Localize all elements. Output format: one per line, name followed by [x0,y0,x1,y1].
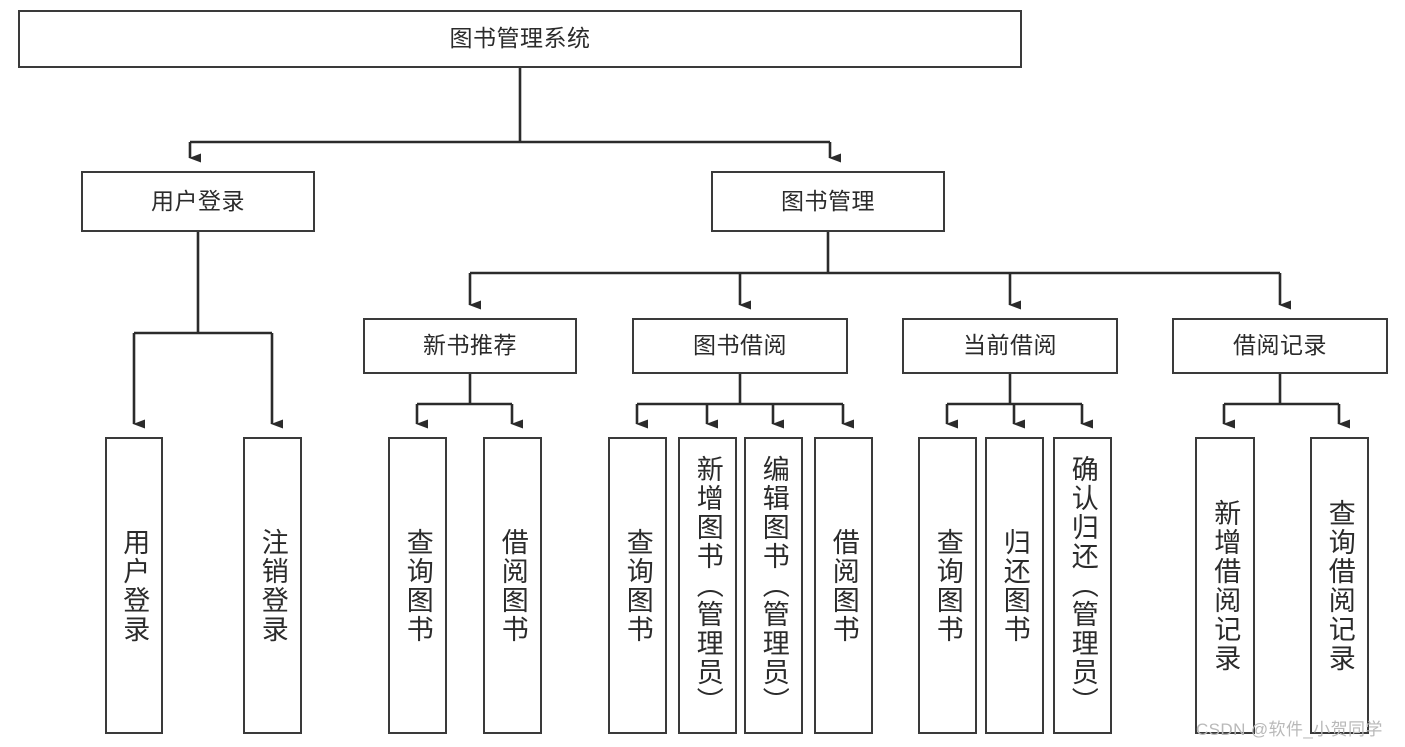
node-book-borrow[interactable]: 图书借阅 [632,318,848,374]
node-label: 借阅记录 [1233,332,1327,359]
node-root-system[interactable]: 图书管理系统 [18,10,1022,68]
node-leaf-add-book-admin[interactable]: 新增图书（管理员） [678,437,737,734]
node-leaf-return-book[interactable]: 归还图书 [985,437,1044,734]
node-label: 图书管理 [781,187,875,214]
node-label: 查询图书 [932,527,963,644]
node-label: 当前借阅 [963,332,1057,359]
node-label: 新书推荐 [423,332,517,359]
node-leaf-borrow-book[interactable]: 借阅图书 [814,437,873,734]
node-leaf-query-book-current[interactable]: 查询图书 [918,437,977,734]
node-book-management[interactable]: 图书管理 [711,171,945,232]
node-label: 用户登录 [151,187,245,214]
node-label: 借阅图书 [497,527,528,644]
node-leaf-query-book-recommend[interactable]: 查询图书 [388,437,447,734]
node-label: 查询图书 [622,527,653,644]
node-leaf-query-book-borrow[interactable]: 查询图书 [608,437,667,734]
node-label: 图书管理系统 [449,25,591,52]
node-leaf-logout[interactable]: 注销登录 [243,437,302,734]
node-leaf-user-login[interactable]: 用户登录 [105,437,163,734]
node-borrow-records[interactable]: 借阅记录 [1172,318,1388,374]
node-leaf-borrow-book-recommend[interactable]: 借阅图书 [483,437,542,734]
node-leaf-confirm-return-admin[interactable]: 确认归还（管理员） [1053,437,1112,734]
node-leaf-add-borrow-record[interactable]: 新增借阅记录 [1195,437,1255,734]
node-label: 注销登录 [257,527,288,644]
node-label: 确认归还（管理员） [1067,455,1098,716]
node-label: 新增图书（管理员） [692,455,723,716]
node-label: 查询借阅记录 [1324,498,1355,673]
node-label: 新增借阅记录 [1210,498,1241,673]
node-leaf-edit-book-admin[interactable]: 编辑图书（管理员） [744,437,803,734]
node-new-book-recommend[interactable]: 新书推荐 [363,318,577,374]
node-label: 查询图书 [402,527,433,644]
node-label: 编辑图书（管理员） [758,455,789,716]
node-leaf-query-borrow-record[interactable]: 查询借阅记录 [1310,437,1369,734]
node-label: 用户登录 [119,527,150,644]
node-label: 图书借阅 [693,332,787,359]
node-label: 归还图书 [999,527,1030,644]
node-current-borrow[interactable]: 当前借阅 [902,318,1118,374]
node-label: 借阅图书 [828,527,859,644]
node-user-login[interactable]: 用户登录 [81,171,315,232]
